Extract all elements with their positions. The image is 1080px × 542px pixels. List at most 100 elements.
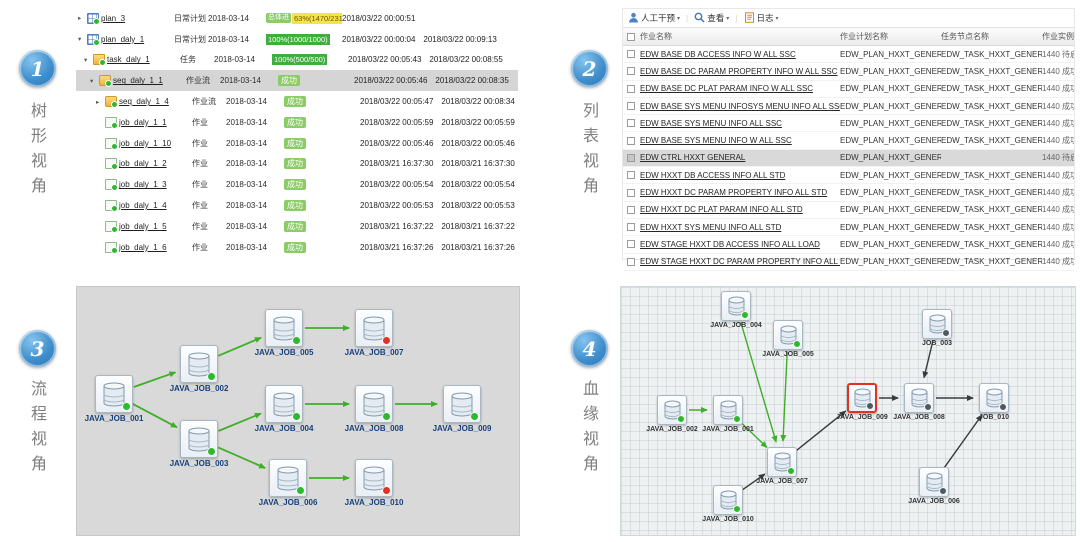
tree-node-link[interactable]: job_daly_1_3 [119, 180, 167, 190]
row-checkbox[interactable] [627, 205, 635, 214]
node-box[interactable] [355, 385, 393, 423]
row-checkbox[interactable] [627, 171, 635, 180]
node-box[interactable] [847, 383, 877, 413]
tree-node-link[interactable]: plan_daly_1 [101, 34, 145, 44]
graph-node-job_010[interactable]: JOB_010 [979, 383, 1009, 421]
node-box[interactable] [265, 309, 303, 347]
node-box[interactable] [721, 291, 751, 321]
graph-node-java_job_005[interactable]: JAVA_JOB_005 [255, 309, 313, 357]
job-name-link[interactable]: EDW STAGE HXXT DC PARAM PROPERTY INFO AL… [640, 257, 840, 267]
job-name-link[interactable]: EDW HXXT DC PARAM PROPERTY INFO ALL STD [640, 188, 828, 198]
row-checkbox[interactable] [627, 102, 635, 111]
toolbar-search-button[interactable]: 查看▾ [694, 12, 729, 25]
graph-node-java_job_010[interactable]: JAVA_JOB_010 [345, 459, 403, 507]
graph-node-java_job_004[interactable]: JAVA_JOB_004 [710, 291, 762, 329]
node-box[interactable] [95, 375, 133, 413]
job-name-link[interactable]: EDW BASE DB ACCESS INFO W ALL SSC [640, 49, 796, 59]
job-name-link[interactable]: EDW CTRL HXXT GENERAL [640, 153, 746, 163]
select-all-checkbox[interactable] [627, 32, 635, 41]
node-box[interactable] [979, 383, 1009, 413]
node-box[interactable] [443, 385, 481, 423]
row-checkbox[interactable] [627, 84, 635, 93]
tree-node-link[interactable]: job_daly_1_5 [119, 221, 167, 231]
job-name-link[interactable]: EDW BASE SYS MENU INFO W ALL SSC [640, 136, 792, 146]
job-name-link[interactable]: EDW HXXT DC PLAT PARAM INFO ALL STD [640, 205, 803, 215]
row-checkbox[interactable] [627, 188, 635, 197]
node-box[interactable] [919, 467, 949, 497]
tree-node-link[interactable]: plan_3 [101, 13, 126, 23]
toolbar-log-button[interactable]: 日志▾ [744, 11, 779, 25]
list-row[interactable]: EDW BASE DC PARAM PROPERTY INFO W ALL SS… [623, 63, 1074, 81]
graph-node-java_job_007[interactable]: JAVA_JOB_007 [756, 447, 808, 485]
tree-row[interactable]: ▸plan_3日常计划2018-03-14总体进63%(1470/2310)20… [76, 8, 518, 29]
node-box[interactable] [767, 447, 797, 477]
node-box[interactable] [269, 459, 307, 497]
graph-node-java_job_008[interactable]: JAVA_JOB_008 [345, 385, 403, 433]
row-checkbox[interactable] [627, 136, 635, 145]
job-name-link[interactable]: EDW BASE DC PARAM PROPERTY INFO W ALL SS… [640, 66, 838, 76]
node-box[interactable] [657, 395, 687, 425]
row-checkbox[interactable] [627, 240, 635, 249]
node-box[interactable] [713, 395, 743, 425]
graph-node-java_job_009[interactable]: JAVA_JOB_009 [433, 385, 491, 433]
tree-node-link[interactable]: job_daly_1_6 [119, 242, 167, 252]
tree-node-link[interactable]: seq_daly_1_4 [119, 97, 169, 107]
node-box[interactable] [904, 383, 934, 413]
job-name-link[interactable]: EDW HXXT SYS MENU INFO ALL STD [640, 222, 782, 232]
node-box[interactable] [180, 420, 218, 458]
row-checkbox[interactable] [627, 119, 635, 128]
row-checkbox[interactable] [627, 223, 635, 232]
graph-node-java_job_006[interactable]: JAVA_JOB_006 [908, 467, 960, 505]
toolbar-user-button[interactable]: 人工干预▾ [628, 12, 680, 25]
node-box[interactable] [355, 309, 393, 347]
graph-node-java_job_003[interactable]: JAVA_JOB_003 [170, 420, 228, 468]
tree-node-link[interactable]: task_daly_1 [107, 55, 150, 65]
tree-expander-icon[interactable]: ▾ [78, 36, 82, 44]
row-checkbox[interactable] [627, 153, 635, 162]
tree-expander-icon[interactable]: ▸ [96, 98, 100, 106]
graph-node-java_job_002[interactable]: JAVA_JOB_002 [646, 395, 698, 433]
graph-node-java_job_009[interactable]: JAVA_JOB_009 [836, 383, 888, 421]
job-name-link[interactable]: EDW BASE SYS MENU INFOSYS MENU INFO ALL … [640, 101, 840, 111]
graph-node-java_job_010[interactable]: JAVA_JOB_010 [702, 485, 754, 523]
graph-node-java_job_007[interactable]: JAVA_JOB_007 [345, 309, 403, 357]
node-box[interactable] [922, 309, 952, 339]
job-name-link[interactable]: EDW STAGE HXXT DB ACCESS INFO ALL LOAD [640, 239, 820, 249]
graph-node-java_job_001[interactable]: JAVA_JOB_001 [702, 395, 754, 433]
row-checkbox[interactable] [627, 257, 635, 266]
graph-node-java_job_001[interactable]: JAVA_JOB_001 [85, 375, 143, 423]
tree-expander-icon[interactable]: ▾ [84, 56, 88, 64]
job-name-link[interactable]: EDW HXXT DB ACCESS INFO ALL STD [640, 170, 786, 180]
graph-node-java_job_002[interactable]: JAVA_JOB_002 [170, 345, 228, 393]
node-box[interactable] [265, 385, 303, 423]
tree-node-link[interactable]: job_daly_1_2 [119, 159, 167, 169]
tree-expander-icon[interactable]: ▸ [78, 15, 82, 23]
node-box[interactable] [713, 485, 743, 515]
graph-node-job_003[interactable]: JOB_003 [922, 309, 952, 347]
tree-expander-icon[interactable]: ▾ [90, 77, 94, 85]
node-box[interactable] [180, 345, 218, 383]
tree-node-link[interactable]: job_daly_1_10 [119, 138, 172, 148]
node-box[interactable] [773, 320, 803, 350]
row-checkbox[interactable] [627, 67, 635, 76]
job-name-link[interactable]: EDW BASE DC PLAT PARAM INFO W ALL SSC [640, 84, 814, 94]
graph-node-java_job_008[interactable]: JAVA_JOB_008 [893, 383, 945, 421]
